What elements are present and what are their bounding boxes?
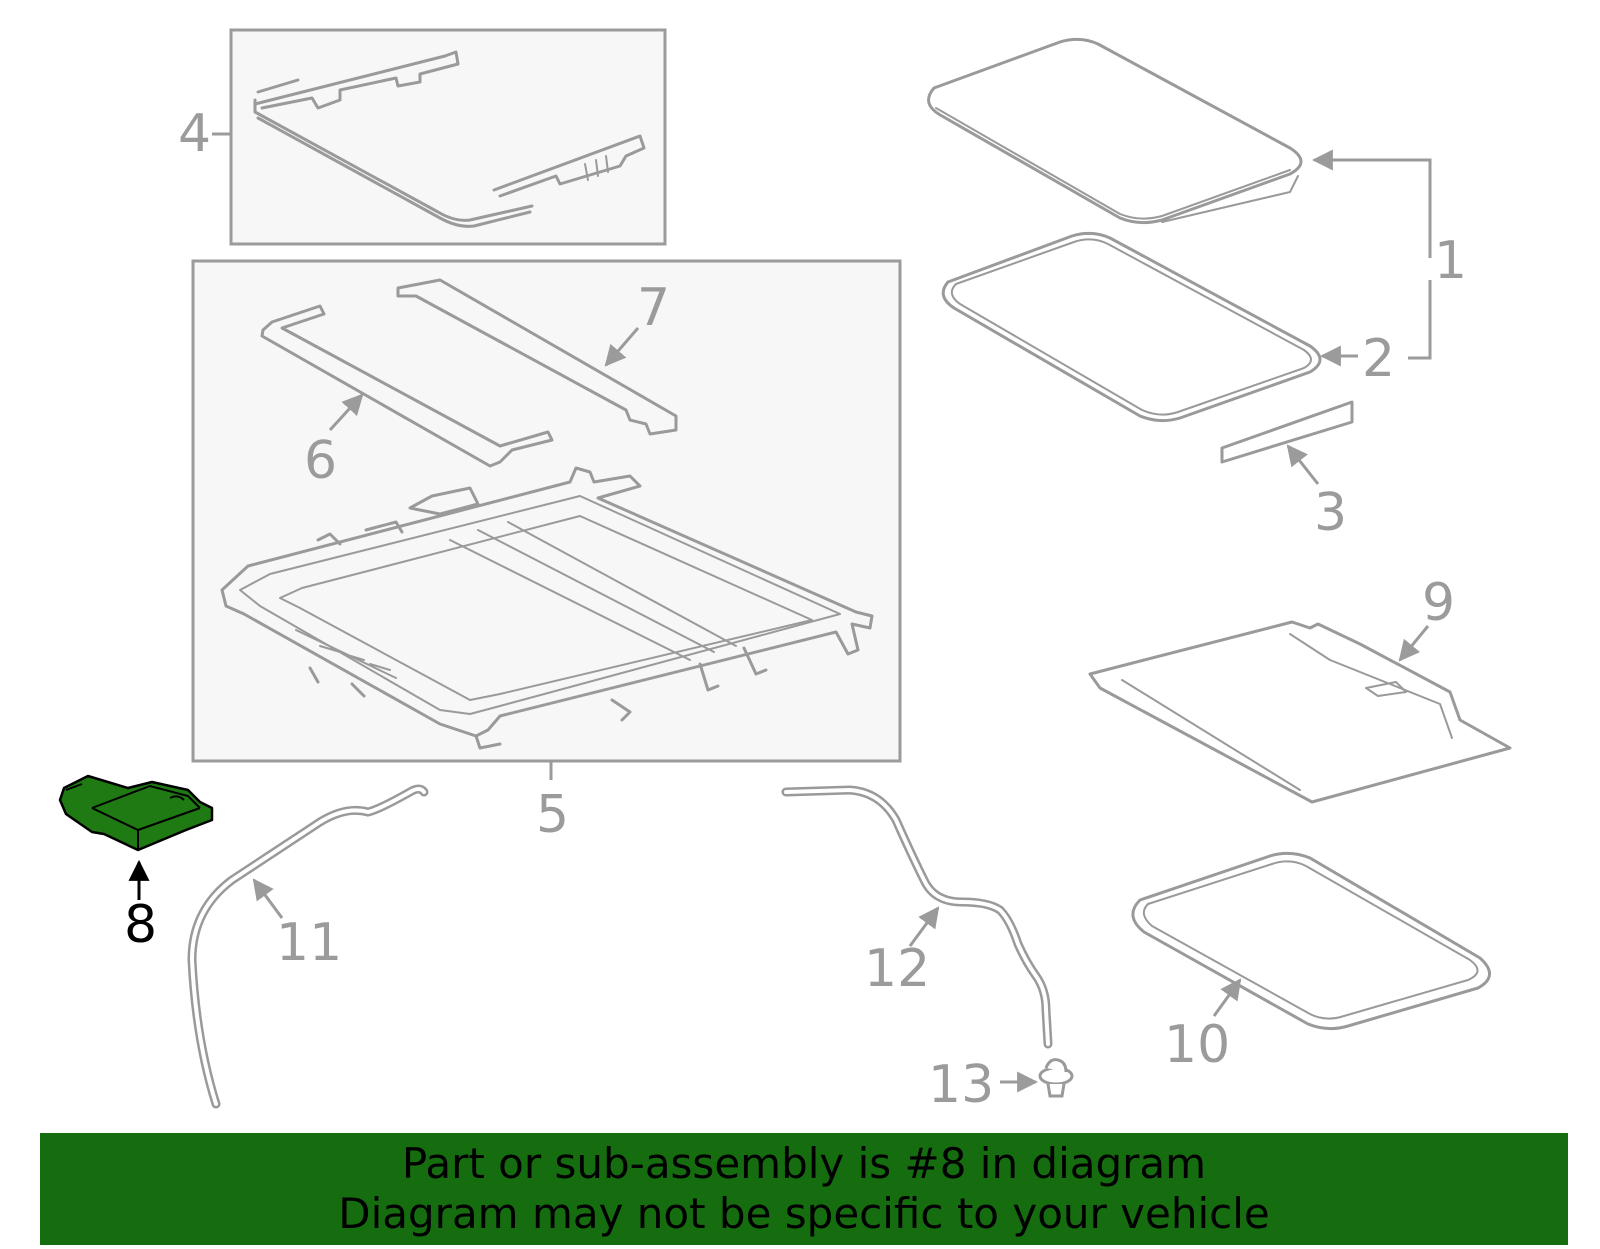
svg-text:3: 3 xyxy=(1314,483,1347,543)
callout-6: 6 xyxy=(304,393,364,491)
info-banner: Part or sub-assembly is #8 in diagram Di… xyxy=(40,1133,1568,1245)
callout-3: 3 xyxy=(1286,444,1347,543)
callout-8: 8 xyxy=(124,859,157,955)
svg-text:10: 10 xyxy=(1164,1015,1230,1075)
part-4-drain-trough[interactable] xyxy=(229,28,667,246)
svg-text:11: 11 xyxy=(276,913,342,973)
part-2-glass-seal[interactable] xyxy=(941,231,1322,423)
svg-text:6: 6 xyxy=(304,431,337,491)
callout-12: 12 xyxy=(864,906,940,999)
callout-5: 5 xyxy=(536,761,569,845)
svg-text:13: 13 xyxy=(928,1055,994,1115)
svg-text:8: 8 xyxy=(124,895,157,955)
part-10-seal[interactable] xyxy=(1131,851,1491,1031)
svg-text:7: 7 xyxy=(637,278,670,338)
part-12-drain-hose[interactable] xyxy=(781,785,1053,1049)
callout-13: 13 xyxy=(928,1055,1039,1115)
callout-4: 4 xyxy=(178,104,231,164)
part-1-glass-assembly[interactable] xyxy=(927,37,1303,225)
part-8-control-module[interactable] xyxy=(58,774,214,852)
callout-11: 11 xyxy=(252,878,342,973)
svg-text:4: 4 xyxy=(178,104,211,164)
callout-9: 9 xyxy=(1398,573,1455,662)
svg-text:5: 5 xyxy=(536,785,569,845)
svg-text:2: 2 xyxy=(1362,329,1395,389)
part-9-sunshade[interactable] xyxy=(1088,620,1512,804)
banner-line-disclaimer: Diagram may not be specific to your vehi… xyxy=(338,1189,1270,1238)
callout-1-bracket: 1 xyxy=(1311,149,1467,360)
part-5-housing-frame[interactable] xyxy=(191,259,902,763)
banner-line-part: Part or sub-assembly is #8 in diagram xyxy=(401,1139,1207,1188)
part-3-deflector[interactable] xyxy=(1220,400,1354,464)
callout-10: 10 xyxy=(1164,978,1242,1075)
part-11-drain-hose[interactable] xyxy=(187,784,429,1109)
svg-text:1: 1 xyxy=(1434,231,1467,291)
part-13-clip[interactable] xyxy=(1038,1058,1074,1098)
svg-text:12: 12 xyxy=(864,939,930,999)
callout-7: 7 xyxy=(604,278,670,367)
callout-2: 2 xyxy=(1319,329,1395,389)
svg-text:9: 9 xyxy=(1422,573,1455,633)
